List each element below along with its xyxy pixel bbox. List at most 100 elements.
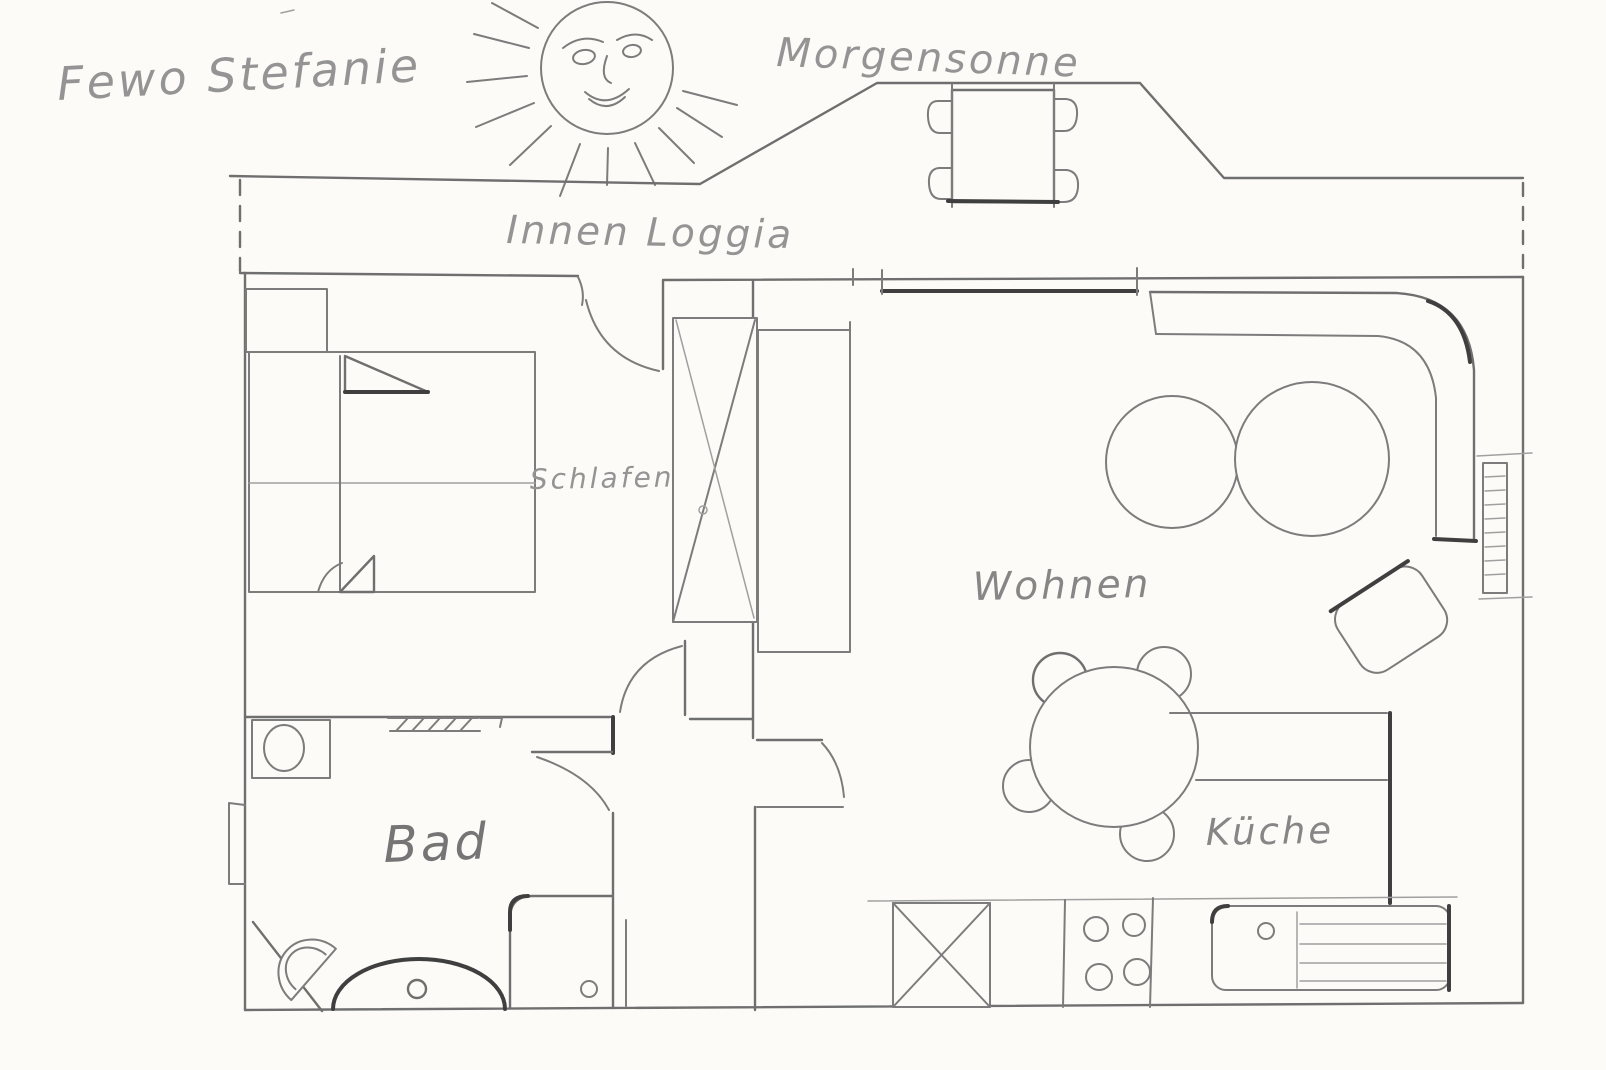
bottom-wall bbox=[243, 1001, 1525, 1012]
cooktop bbox=[1062, 897, 1154, 1008]
sun-left-eyebrow bbox=[562, 37, 604, 49]
sun-icon bbox=[466, 1, 738, 197]
burner bbox=[1123, 958, 1151, 986]
burner bbox=[1085, 963, 1113, 991]
balcony-chair bbox=[1051, 169, 1080, 203]
kitchen-group: Küche bbox=[867, 711, 1458, 1008]
radiator-body bbox=[1482, 462, 1508, 594]
dining-group bbox=[1002, 646, 1199, 862]
sun-ray bbox=[658, 127, 695, 164]
sofa-inner-edge bbox=[1155, 333, 1437, 537]
right-window-tick bbox=[1478, 596, 1533, 600]
kitchen-door bbox=[755, 738, 845, 808]
top-wall-segment bbox=[661, 275, 1525, 282]
apartment-outer-walls bbox=[228, 267, 1533, 1012]
sink-thick-corner bbox=[1210, 904, 1230, 924]
balcony-table-top bbox=[950, 88, 1056, 204]
bathroom-door bbox=[530, 750, 614, 811]
sun-ray bbox=[676, 107, 723, 138]
stray-pencil-mark bbox=[280, 9, 295, 14]
bed-sheet-curve bbox=[317, 562, 343, 593]
sun-left-eye bbox=[572, 48, 596, 66]
balcony-table-thick-edge bbox=[946, 199, 1060, 204]
bedroom-door bbox=[619, 639, 687, 717]
wall-radiator bbox=[1482, 462, 1508, 594]
balcony-chair bbox=[926, 100, 954, 134]
sun-right-eyebrow bbox=[616, 33, 653, 41]
round-lounge-chair bbox=[1105, 395, 1239, 529]
sun-smile bbox=[584, 88, 630, 107]
entry-door bbox=[585, 279, 665, 372]
entry-door-swing-arc bbox=[585, 299, 660, 372]
balcony-table-group bbox=[926, 83, 1080, 208]
tall-cabinet bbox=[757, 329, 851, 653]
living-room-label: Wohnen bbox=[972, 562, 1151, 610]
corner-sink-basin-inner bbox=[284, 946, 327, 991]
bathtub bbox=[331, 957, 507, 1011]
living-room-group: Wohnen bbox=[972, 290, 1508, 674]
bathroom-label: Bad bbox=[382, 812, 490, 874]
sun-ray bbox=[606, 147, 609, 186]
kitchen-door-swing-arc bbox=[821, 742, 845, 798]
bathroom-group: Bad bbox=[251, 717, 614, 1013]
shower bbox=[508, 894, 614, 1010]
bath-radiator-edges bbox=[387, 717, 481, 732]
bath-radiator-hatch bbox=[395, 717, 473, 732]
cooktop-edge bbox=[1062, 899, 1066, 1008]
kitchen-label: Küche bbox=[1205, 809, 1334, 854]
sofa-corner-shading bbox=[1426, 299, 1472, 364]
balcony-chair bbox=[1051, 98, 1079, 132]
left-window bbox=[228, 802, 246, 885]
sun-ray bbox=[682, 90, 738, 106]
sun-ray bbox=[559, 143, 581, 197]
sun-ray bbox=[634, 142, 656, 186]
morning-sun-label: Morgensonne bbox=[776, 30, 1082, 87]
sun-ray bbox=[466, 75, 528, 83]
bath-radiator-end bbox=[479, 717, 503, 728]
top-wall-segment bbox=[238, 271, 580, 278]
sun-nose bbox=[602, 55, 612, 84]
corner-sink-basin-outer bbox=[277, 938, 337, 1002]
toilet-bowl bbox=[263, 724, 305, 772]
drainer-lines bbox=[1299, 923, 1447, 982]
kitchen-sink bbox=[1210, 904, 1451, 992]
right-window-tick bbox=[1476, 452, 1533, 457]
bathroom-door-swing-arc bbox=[536, 756, 610, 811]
sun-rays bbox=[466, 2, 738, 197]
loggia-outer-wall bbox=[228, 81, 1525, 186]
counter-edge bbox=[867, 896, 1458, 902]
round-lounge-chair bbox=[1234, 381, 1390, 537]
burner bbox=[1083, 916, 1109, 942]
balcony-chair bbox=[927, 167, 954, 200]
shower-drain bbox=[580, 980, 598, 998]
wardrobe-diagonal bbox=[672, 319, 756, 623]
sun-ray bbox=[473, 33, 530, 49]
sofa-end-cap bbox=[1432, 537, 1478, 543]
sun-ray bbox=[491, 2, 539, 29]
appliance-cross bbox=[892, 902, 991, 1008]
shower-thick-corner bbox=[508, 894, 530, 932]
loggia-outline bbox=[228, 81, 1525, 276]
kitchen-appliance-box bbox=[892, 902, 991, 1008]
bed-blanket-fold bbox=[338, 554, 376, 594]
burner bbox=[1122, 913, 1146, 937]
bathtub-drain bbox=[406, 978, 428, 1000]
sun-face-outline bbox=[540, 1, 674, 135]
wardrobe-diagonal bbox=[675, 319, 755, 619]
loggia-label: Innen Loggia bbox=[506, 208, 795, 258]
armchair-back-edge bbox=[1328, 559, 1410, 614]
bedroom-group: Schlafen bbox=[245, 288, 851, 653]
bath-radiator bbox=[387, 717, 503, 732]
dining-table bbox=[1029, 666, 1199, 828]
wardrobe-mark bbox=[698, 505, 708, 515]
bedroom-label: Schlafen bbox=[530, 460, 675, 496]
sun-ray bbox=[509, 125, 552, 166]
radiator-rungs bbox=[1484, 475, 1506, 576]
sink-outline bbox=[1211, 905, 1451, 991]
door-jamb-mark bbox=[577, 276, 584, 306]
sun-right-eye bbox=[622, 43, 642, 59]
sofa-end-cap bbox=[1149, 291, 1157, 335]
bedside-cabinet bbox=[245, 288, 328, 353]
